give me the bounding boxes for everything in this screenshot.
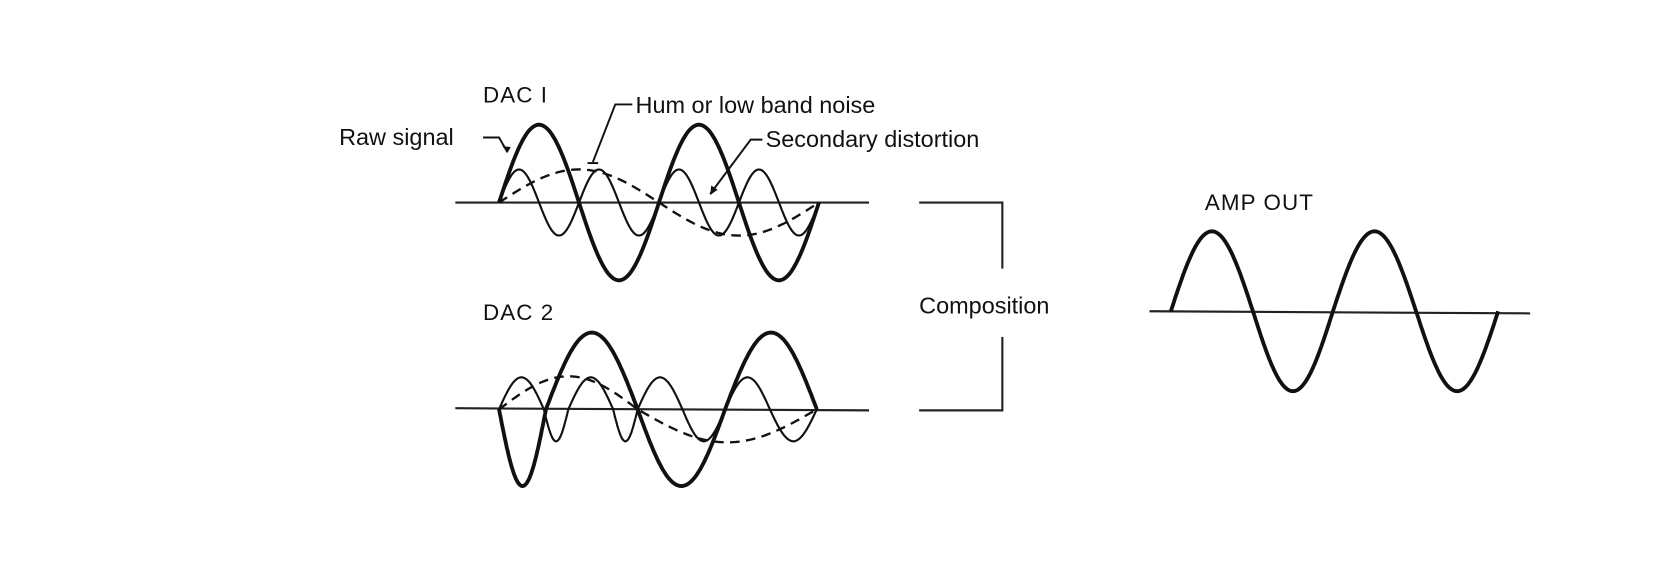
amp-out-panel: AMP OUT: [1149, 190, 1531, 394]
dac2-raw-signal-wave: [497, 330, 819, 488]
hum-leader: [591, 103, 633, 163]
amp-out-title: AMP OUT: [1205, 190, 1314, 215]
raw-signal-arrow-icon: [502, 146, 511, 153]
hum-label: Hum or low band noise: [636, 92, 876, 118]
composition-bracket: Composition: [919, 201, 1049, 412]
dac2-baseline: [455, 407, 870, 412]
composition-label: Composition: [919, 292, 1049, 318]
secondary-distortion-leader: [709, 138, 763, 195]
bracket-top: [919, 201, 1004, 269]
dac2-title: DAC 2: [483, 300, 554, 325]
amp-out-baseline: [1149, 310, 1531, 315]
dac2-hum-wave: [498, 375, 818, 444]
raw-signal-label: Raw signal: [339, 124, 454, 150]
dac1-raw-signal-wave: [497, 122, 821, 283]
dac1-hum-wave: [498, 168, 820, 237]
secondary-distortion-label: Secondary distortion: [766, 126, 980, 152]
secondary-distortion-arrow-icon: [710, 185, 718, 196]
bracket-bottom: [919, 336, 1004, 412]
dac1-panel: DAC I Raw signal Hum or low band noise S…: [339, 82, 980, 283]
amp-out-wave: [1169, 229, 1501, 394]
dac1-title: DAC I: [483, 82, 548, 107]
raw-signal-leader: [483, 136, 509, 153]
dac2-panel: DAC 2: [455, 300, 870, 488]
